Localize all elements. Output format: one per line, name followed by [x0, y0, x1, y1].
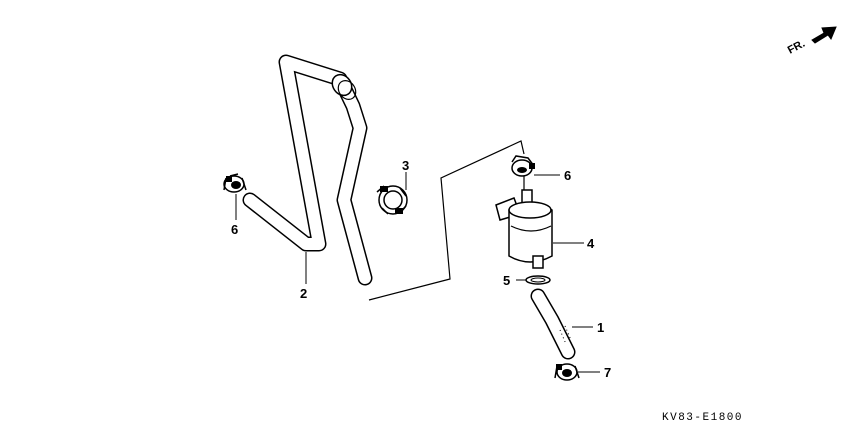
- callout-numbers: 1 2 3 4 5 6 6 7: [231, 158, 611, 380]
- hose-sleeve: [331, 73, 353, 97]
- callout-number: 6: [231, 222, 238, 237]
- diagram-code: KV83-E1800: [662, 412, 743, 424]
- callout-number: 5: [503, 273, 510, 288]
- callout-number: 4: [587, 236, 595, 251]
- callout-number: 2: [300, 286, 307, 301]
- fuel-filter: [495, 189, 553, 269]
- callout-number: 3: [402, 158, 409, 173]
- hose-clamp: [376, 185, 408, 215]
- long-fuel-hose: [242, 54, 373, 286]
- callout-number: 7: [604, 365, 611, 380]
- callout-number: 1: [597, 320, 604, 335]
- front-arrow-icon: [811, 26, 837, 44]
- connection-outline: [368, 140, 525, 301]
- leader-lines: [235, 172, 600, 373]
- short-fuel-hose: [530, 288, 576, 360]
- o-ring: [525, 275, 551, 285]
- hose-clip-bottom: [554, 363, 580, 381]
- front-label: FR.: [786, 38, 807, 57]
- hose-clip-left: [223, 173, 247, 193]
- callout-number: 6: [564, 168, 571, 183]
- front-direction-indicator: FR.: [786, 26, 837, 57]
- hose-clip-top: [511, 155, 535, 190]
